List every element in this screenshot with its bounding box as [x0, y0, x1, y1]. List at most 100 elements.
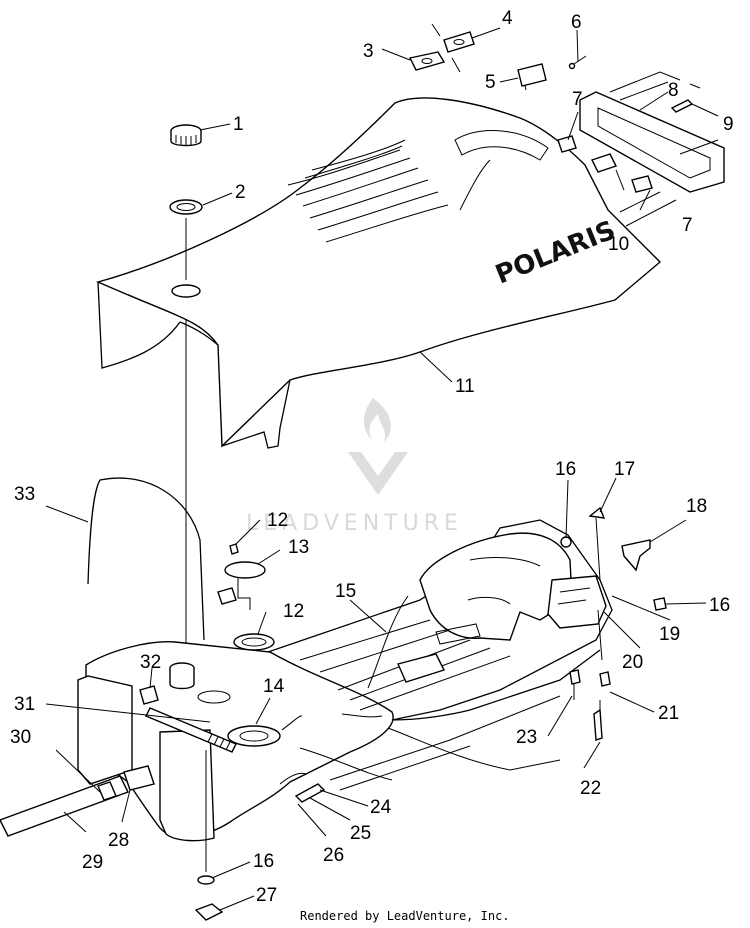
frame-outline — [267, 519, 613, 721]
seat-ribs — [287, 139, 449, 243]
vent-fitting — [139, 685, 159, 705]
hose-clamp — [97, 781, 117, 801]
rear-electrical-box-detail — [557, 587, 591, 605]
bolt-22 — [593, 708, 603, 741]
fuel-tank-filler-neck-side — [169, 668, 195, 690]
push-pin-17 — [588, 506, 606, 519]
callout-7-top: 7 — [572, 89, 583, 110]
callout-31: 31 — [14, 694, 35, 715]
watermark-flame-icon — [363, 398, 391, 442]
hinge-center-lines — [431, 23, 527, 91]
pin-21 — [599, 671, 611, 687]
rear-washer-16a — [560, 536, 572, 548]
callout-7-right: 7 — [682, 215, 693, 236]
callout-labels: 1 2 3 4 5 6 7 8 9 7 10 11 33 12 13 12 15… — [10, 8, 734, 906]
throttle-cable — [367, 595, 409, 689]
callout-5: 5 — [485, 72, 496, 93]
fuel-tank-contours — [279, 713, 383, 785]
footer-credit: Rendered by LeadVenture, Inc. — [300, 909, 510, 923]
callout-12-bottom: 12 — [283, 601, 304, 622]
leader-lines — [45, 27, 719, 911]
fuel-tank-port-14 — [227, 725, 281, 747]
callout-2: 2 — [235, 182, 246, 203]
callout-32: 32 — [140, 652, 161, 673]
bracket-screw — [670, 99, 694, 113]
watermark-text: LEADVENTURE — [246, 511, 463, 536]
hose-fitting — [123, 765, 155, 791]
callout-29: 29 — [82, 852, 103, 873]
seat-bumpers — [557, 135, 653, 193]
filler-tube-threads — [207, 733, 231, 751]
battery-box — [419, 532, 573, 641]
filler-tube — [145, 707, 237, 753]
fuel-tank-sender-hole — [197, 690, 231, 704]
fuel-sender — [217, 561, 266, 610]
frame — [267, 519, 613, 791]
seat-skirt-edge — [179, 321, 219, 346]
callout-30: 30 — [10, 727, 31, 748]
callout-6: 6 — [571, 12, 582, 33]
callout-1: 1 — [233, 114, 244, 135]
frame-shaft — [435, 623, 481, 645]
seat-left-skirt — [97, 281, 181, 369]
hinge-plate-4-slot — [453, 39, 465, 45]
hinge-plate-3-slot — [421, 58, 433, 64]
callout-25: 25 — [350, 823, 371, 844]
callout-16-top: 16 — [555, 459, 576, 480]
frame-plate — [397, 653, 445, 683]
callout-19: 19 — [659, 624, 680, 645]
callout-13: 13 — [288, 537, 309, 558]
watermark-v-icon — [348, 452, 408, 495]
rear-electrical-box — [547, 575, 607, 629]
callout-3: 3 — [363, 41, 374, 62]
callout-16-bottom: 16 — [253, 851, 274, 872]
fuel-sender-gasket — [233, 633, 275, 651]
callout-9: 9 — [723, 114, 734, 135]
callout-18: 18 — [686, 496, 707, 517]
callout-27: 27 — [256, 885, 277, 906]
fuel-tank-right-block — [159, 729, 215, 842]
callout-23: 23 — [516, 727, 537, 748]
seat-contour — [459, 159, 491, 211]
fuel-sender-gasket-inner — [241, 637, 267, 647]
rear-bracket-frame-rails — [609, 71, 719, 227]
callout-28: 28 — [108, 830, 129, 851]
bracket-18 — [621, 539, 651, 572]
callout-22: 22 — [580, 778, 601, 799]
callout-14: 14 — [263, 676, 285, 697]
seat-assembly: POLARIS — [95, 97, 662, 449]
callout-10: 10 — [608, 234, 629, 255]
small-screw — [568, 62, 576, 70]
drain-nut — [194, 903, 224, 921]
callout-8: 8 — [668, 80, 679, 101]
callout-26: 26 — [323, 845, 344, 866]
rear-washer-16b — [653, 597, 667, 611]
callout-20: 20 — [622, 652, 643, 673]
watermark: LEADVENTURE — [246, 398, 463, 536]
hinge-plate-4 — [443, 31, 475, 53]
battery-box-detail — [467, 557, 541, 605]
fuel-tank-port-14-inner — [239, 730, 269, 742]
fuel-tank-fitting — [294, 783, 326, 803]
fuel-hose — [0, 775, 129, 837]
callout-12-top: 12 — [267, 510, 288, 531]
callout-33: 33 — [14, 484, 35, 505]
callout-15: 15 — [335, 581, 356, 602]
fuel-cap — [170, 124, 202, 147]
seat-rear-bump — [454, 130, 549, 161]
fuel-tank-left-block — [77, 675, 133, 785]
latch-plate — [517, 63, 547, 87]
callout-21: 21 — [658, 703, 679, 724]
rear-bracket — [579, 91, 725, 193]
hinge-plate-3 — [408, 51, 446, 71]
small-screw-line — [573, 55, 587, 65]
seat-fuel-opening — [171, 284, 201, 298]
callout-17: 17 — [614, 459, 635, 480]
fuel-cap-gasket-inner — [176, 203, 196, 211]
callout-11: 11 — [455, 376, 475, 397]
callout-4: 4 — [502, 8, 513, 29]
fuel-cap-gasket — [169, 199, 203, 215]
callout-16-right: 16 — [709, 595, 730, 616]
seat-front-flange — [221, 379, 291, 449]
